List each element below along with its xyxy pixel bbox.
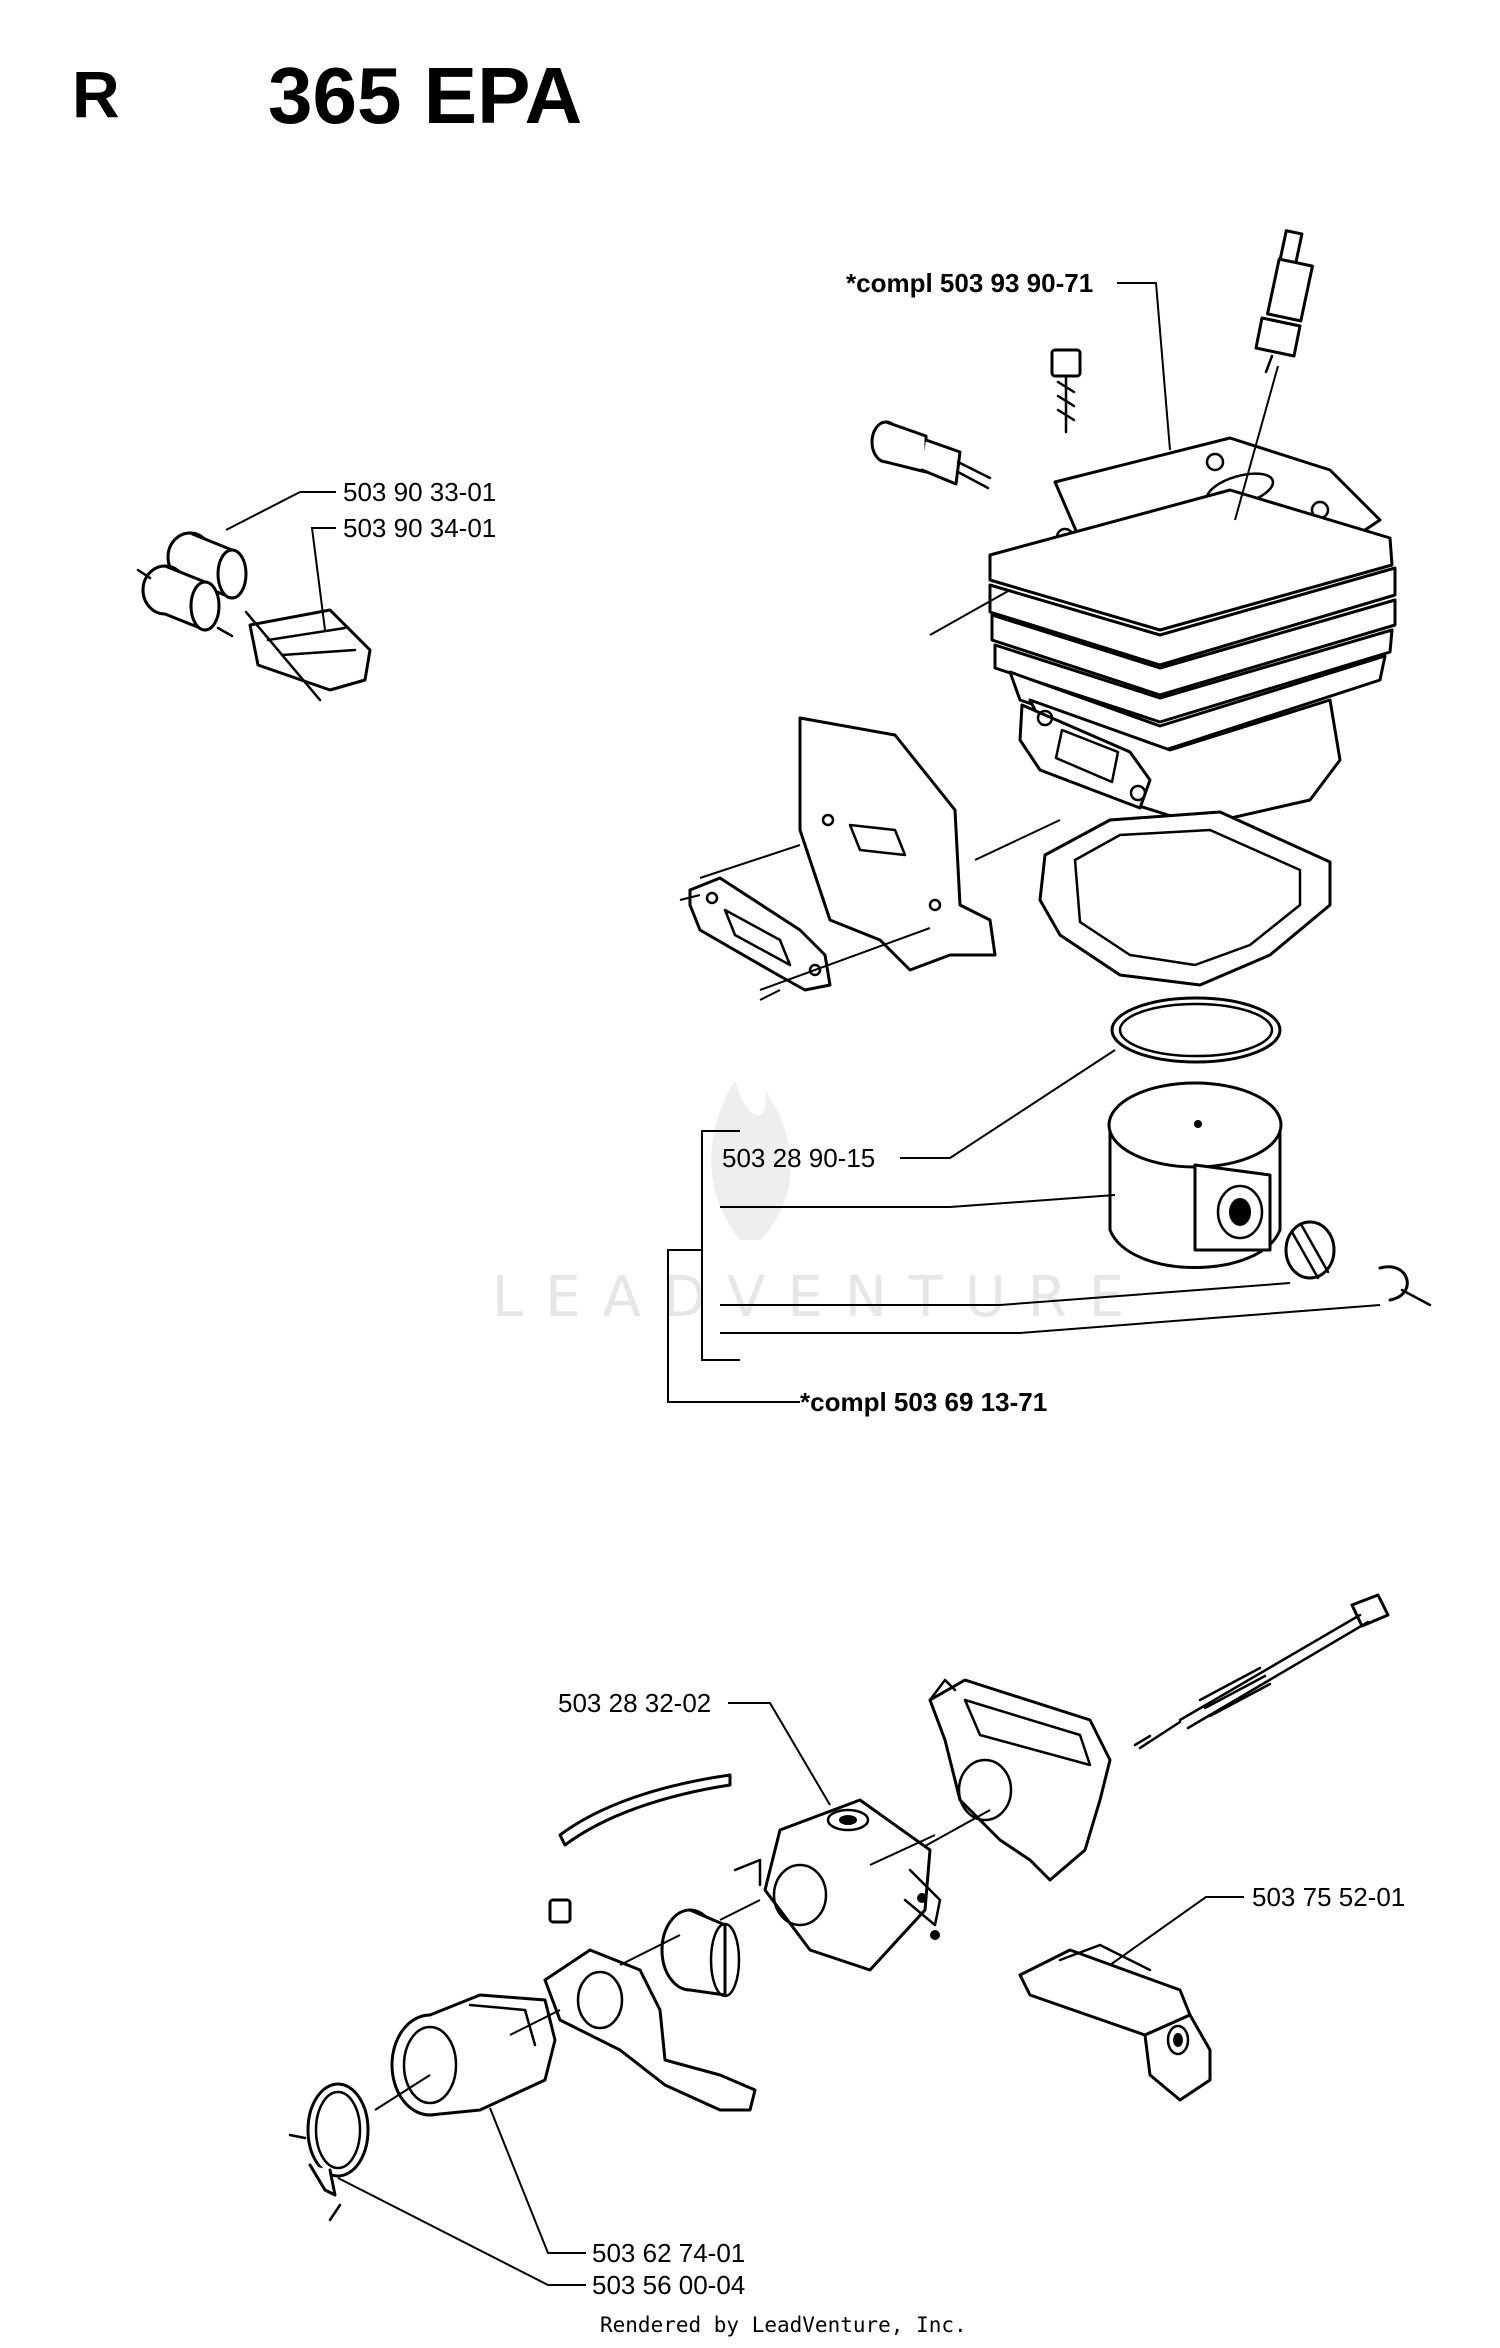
watermark: LEADVENTURE xyxy=(492,1080,1146,1330)
section-letter: R xyxy=(72,57,120,131)
flame-watermark-icon xyxy=(711,1080,791,1240)
callout-clamp: 503 56 00-04 xyxy=(592,2270,745,2300)
carburetor xyxy=(733,1798,942,1972)
callout-part-a: 503 90 33-01 xyxy=(343,477,496,507)
callout-part-b: 503 90 34-01 xyxy=(343,513,496,543)
callout-filter-holder: 503 75 52-01 xyxy=(1252,1882,1405,1912)
hose-clamp xyxy=(288,2082,370,2222)
leader-line xyxy=(225,491,301,531)
spark-plug xyxy=(1254,229,1314,374)
piston xyxy=(1107,1081,1283,1269)
watermark-text: LEADVENTURE xyxy=(492,1265,1146,1330)
callout-carburetor: 503 28 32-02 xyxy=(558,1688,711,1718)
valve-parts xyxy=(136,531,372,702)
decompression-valve xyxy=(870,420,992,490)
footer-credit: Rendered by LeadVenture, Inc. xyxy=(600,2313,967,2337)
callout-piston-ring: 503 28 90-15 xyxy=(722,1143,875,1173)
callout-compl-cylinder: *compl 503 93 90-71 xyxy=(846,268,1093,298)
model-title: 365 EPA xyxy=(268,51,582,140)
piston-bracket xyxy=(667,1130,1381,1403)
filter-holder xyxy=(1018,1943,1212,2102)
cylinder-assembly xyxy=(679,229,1432,1307)
cylinder-bolt xyxy=(1050,348,1082,434)
callout-compl-piston: *compl 503 69 13-71 xyxy=(800,1387,1047,1417)
carburetor-assembly xyxy=(288,1593,1390,2222)
callout-intake: 503 62 74-01 xyxy=(592,2238,745,2268)
intake-manifold xyxy=(390,1993,557,2117)
